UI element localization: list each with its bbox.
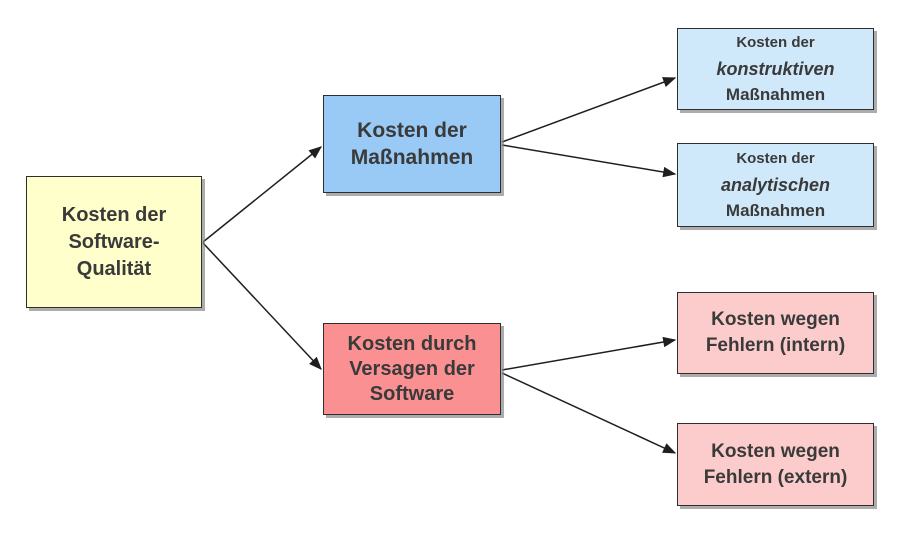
node-line: Fehlern (extern) <box>703 466 848 488</box>
node-kosten-der-software-qualitaet: Kosten der Software- Qualität <box>26 176 202 308</box>
arrow-massnahmen-to-konstruktiv <box>501 77 677 143</box>
node-line: Fehlern (intern) <box>705 335 846 356</box>
node-line: Maßnahmen <box>350 146 474 169</box>
node-line: Software- <box>68 230 160 253</box>
arrow-massnahmen-to-analytisch <box>501 144 677 178</box>
node-line: Kosten wegen <box>711 309 840 330</box>
node-line: Maßnahmen <box>725 85 826 104</box>
node-line: Versagen der <box>349 357 475 380</box>
node-line: Software <box>369 382 455 405</box>
node-line: Kosten wegen <box>711 440 840 462</box>
node-line: Kosten der <box>357 119 467 142</box>
node-line: Kosten der <box>736 34 815 51</box>
arrow-versagen-to-intern <box>501 336 677 371</box>
node-kosten-fehler-intern: Kosten wegen Fehlern (intern) <box>677 292 874 374</box>
node-line: Kosten der <box>736 150 815 167</box>
arrow-root-to-massnahmen <box>202 146 323 243</box>
arrow-versagen-to-extern <box>501 372 677 454</box>
node-line: Maßnahmen <box>725 201 826 220</box>
node-line: Kosten der <box>61 203 167 226</box>
node-line: analytischen <box>720 175 831 195</box>
node-kosten-durch-versagen: Kosten durch Versagen der Software <box>323 323 501 415</box>
node-kosten-der-massnahmen: Kosten der Maßnahmen <box>323 95 501 193</box>
node-kosten-analytische-massnahmen: Kosten der analytischen Maßnahmen <box>677 143 874 227</box>
node-kosten-konstruktive-massnahmen: Kosten der konstruktiven Maßnahmen <box>677 28 874 110</box>
node-line: Qualität <box>76 257 152 280</box>
node-line: konstruktiven <box>716 59 835 79</box>
node-kosten-fehler-extern: Kosten wegen Fehlern (extern) <box>677 423 874 506</box>
node-line: Kosten durch <box>347 332 477 355</box>
arrow-root-to-versagen <box>202 242 322 370</box>
